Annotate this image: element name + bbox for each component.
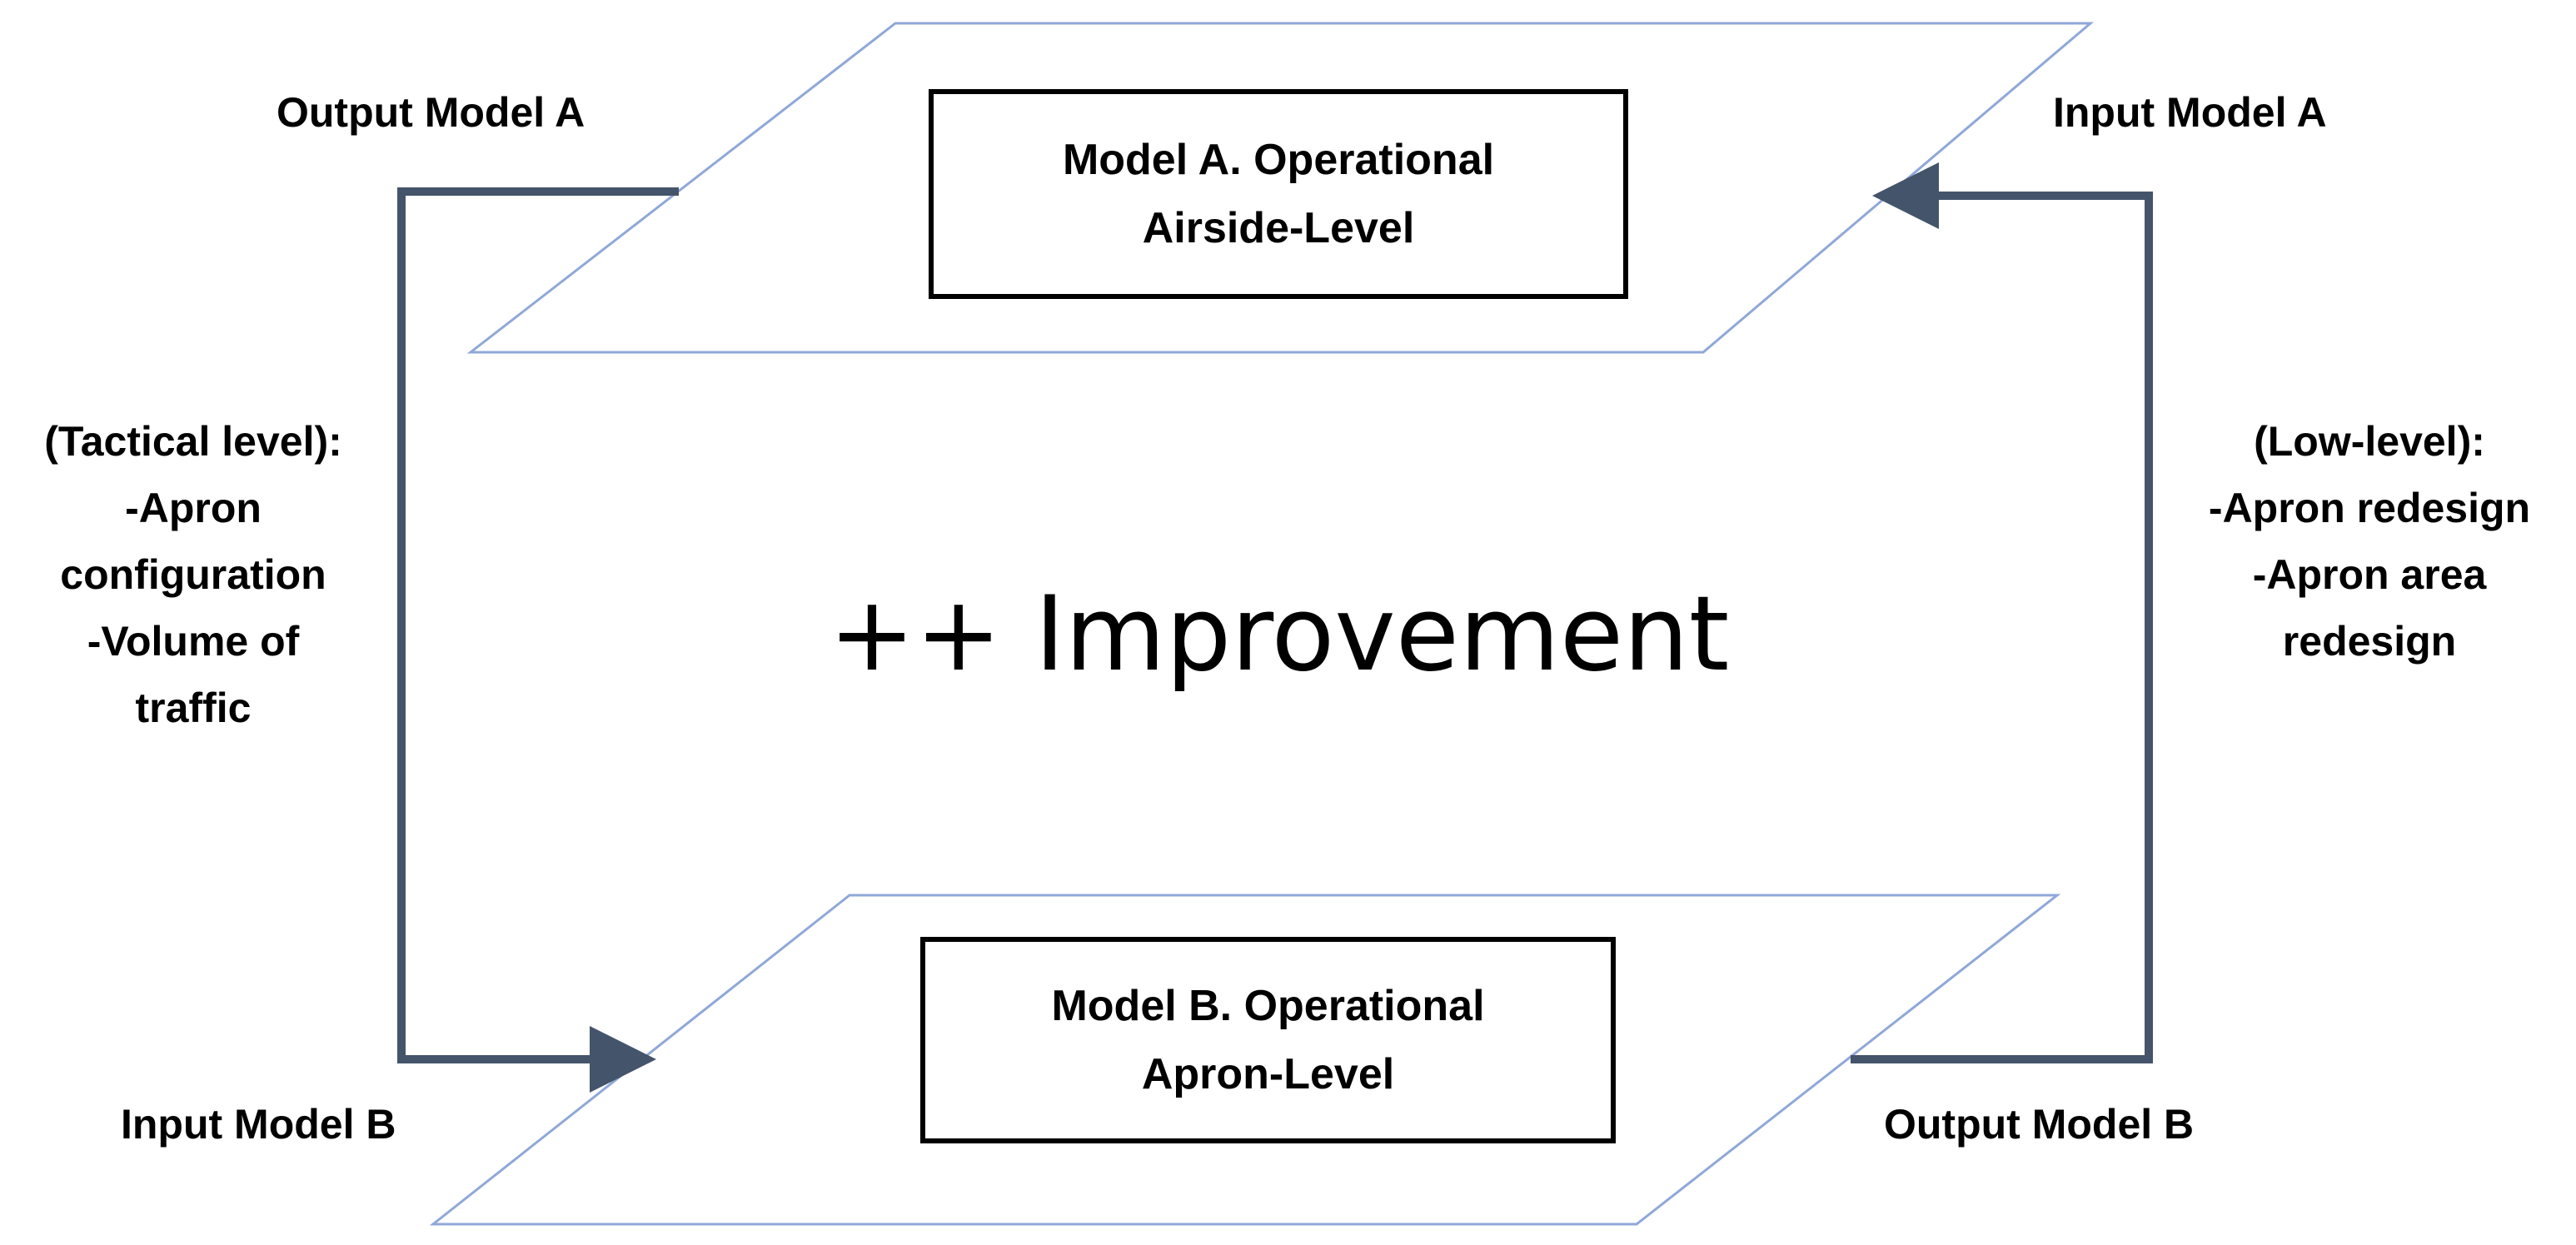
tactical-note-line: -Apron	[125, 485, 262, 531]
low-level-note-line: redesign	[2282, 618, 2457, 665]
low-level-note-line: (Low-level):	[2254, 418, 2485, 465]
output-model-a-label: Output Model A	[277, 89, 585, 136]
input-model-a-label: Input Model A	[2053, 89, 2327, 136]
model-a-box: Model A. Operational Airside-Level	[929, 89, 1628, 299]
right-flow-arrow	[1851, 162, 2153, 1063]
tactical-note-line: configuration	[60, 551, 326, 598]
model-b-box: Model B. Operational Apron-Level	[920, 937, 1616, 1143]
tactical-note-line: -Volume of	[87, 618, 300, 665]
model-b-title-line2: Apron-Level	[1141, 1050, 1395, 1098]
tactical-note-line: (Tactical level):	[44, 418, 342, 465]
improvement-text: ++ Improvement	[829, 575, 1730, 695]
bottom-plane	[429, 894, 2061, 1226]
low-level-note: (Low-level): -Apron redesign -Apron area…	[2174, 408, 2565, 675]
tactical-note-line: traffic	[135, 685, 252, 731]
tactical-level-note: (Tactical level): -Apron configuration -…	[10, 408, 376, 741]
model-b-title-line1: Model B. Operational	[1051, 982, 1485, 1030]
model-a-title-line1: Model A. Operational	[1062, 136, 1495, 184]
top-plane	[466, 22, 2095, 354]
input-model-b-label: Input Model B	[121, 1101, 396, 1148]
low-level-note-line: -Apron redesign	[2208, 485, 2531, 531]
model-a-title-line2: Airside-Level	[1142, 204, 1415, 252]
output-model-b-label: Output Model B	[1884, 1101, 2195, 1148]
left-flow-arrow	[397, 187, 679, 1093]
low-level-note-line: -Apron area	[2252, 551, 2487, 598]
